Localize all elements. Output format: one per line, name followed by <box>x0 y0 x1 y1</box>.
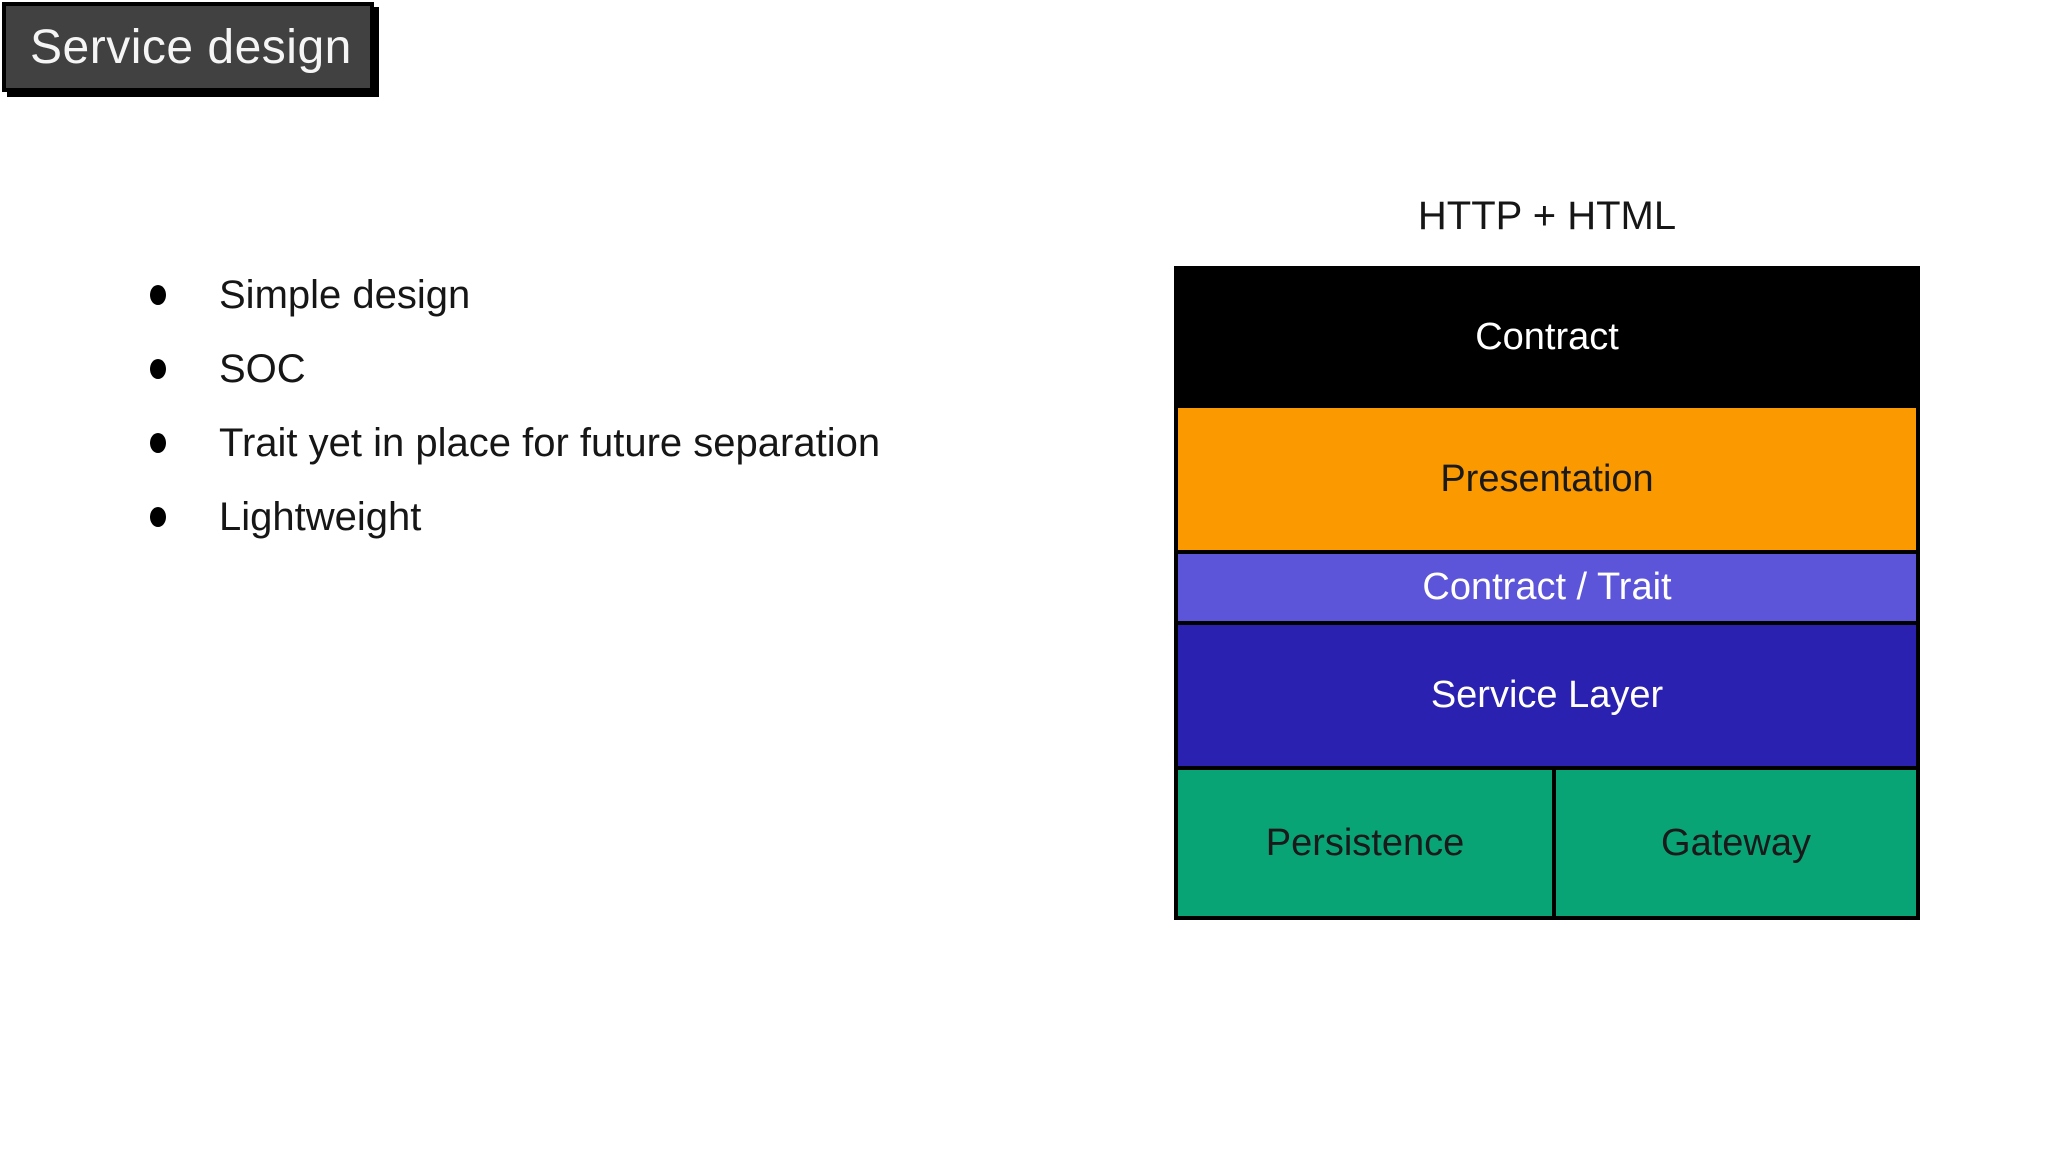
bullet-icon <box>150 359 166 379</box>
bullet-text: SOC <box>219 346 306 391</box>
bullet-text: Simple design <box>219 272 471 317</box>
box-persistence: Persistence <box>1174 766 1556 920</box>
diagram-heading: HTTP + HTML <box>1417 194 1677 238</box>
bottom-layer-row: Persistence Gateway <box>1174 766 1920 920</box>
list-item: SOC <box>150 332 880 406</box>
title-box: Service design <box>2 2 374 92</box>
box-gateway: Gateway <box>1552 766 1920 920</box>
bullet-text: Lightweight <box>219 494 422 539</box>
bullet-icon <box>150 507 166 527</box>
layer-label: Persistence <box>1265 821 1465 864</box>
layer-service-layer: Service Layer <box>1174 621 1920 770</box>
bullet-text: Trait yet in place for future separation <box>219 420 881 465</box>
layer-presentation: Presentation <box>1174 404 1920 554</box>
page-title: Service design <box>30 20 352 74</box>
layer-contract-trait: Contract / Trait <box>1174 550 1920 625</box>
layer-label: Presentation <box>1440 457 1654 500</box>
bullet-list: Simple design SOC Trait yet in place for… <box>150 258 880 554</box>
layer-contract: Contract <box>1174 266 1920 408</box>
layer-diagram: Contract Presentation Contract / Trait S… <box>1174 266 1920 920</box>
layer-label: Contract / Trait <box>1422 566 1672 608</box>
layer-label: Gateway <box>1661 821 1811 864</box>
layer-label: Service Layer <box>1430 674 1664 716</box>
bullet-icon <box>150 433 166 453</box>
list-item: Lightweight <box>150 480 880 554</box>
list-item: Simple design <box>150 258 880 332</box>
layer-label: Contract <box>1475 315 1619 358</box>
bullet-icon <box>150 285 166 305</box>
list-item: Trait yet in place for future separation <box>150 406 880 480</box>
